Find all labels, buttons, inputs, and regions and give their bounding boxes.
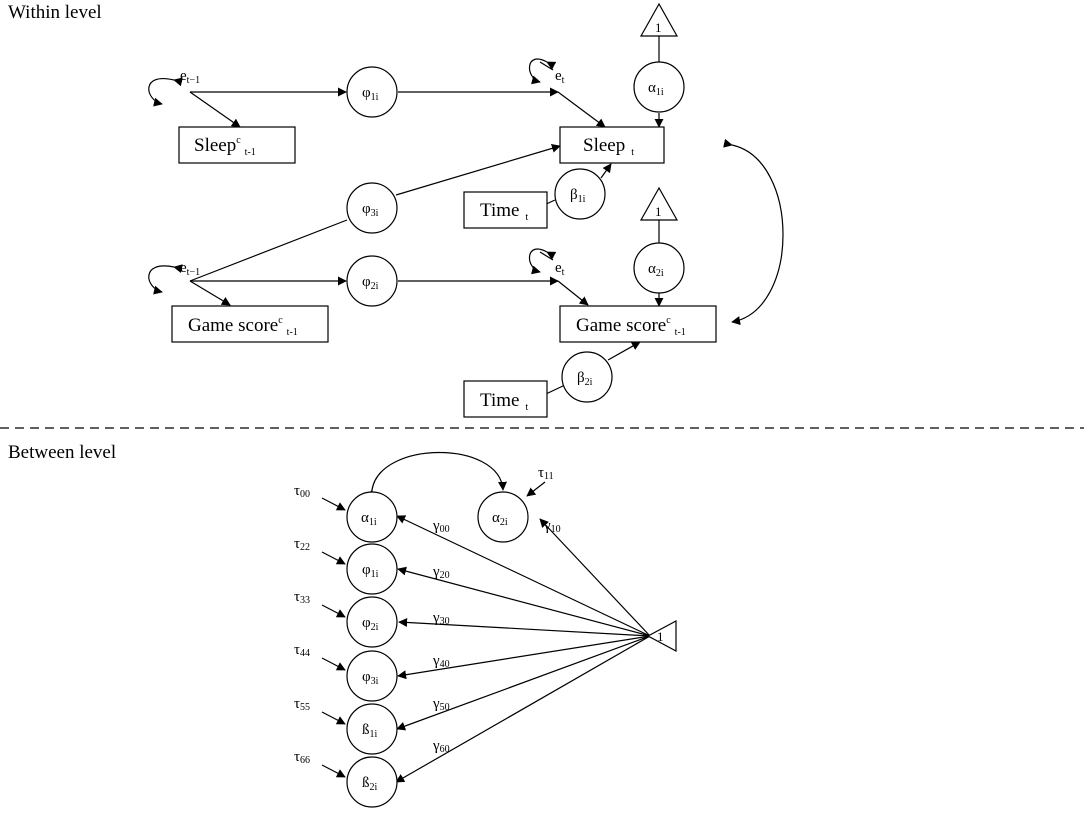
path-gamma30	[398, 617, 651, 637]
residual-e-cur-top: et	[555, 68, 565, 86]
circle-phi3-within-label: φ3i	[362, 201, 379, 219]
circle-alpha2-within-label: α2i	[648, 261, 664, 279]
box-game-prev	[171, 305, 329, 343]
gamma20-label: γ20	[432, 564, 450, 581]
box-game-prev-label: Game scorect-1	[188, 315, 298, 338]
path-beta1-to-sleep	[600, 163, 612, 179]
circle-phi2-between-label: φ2i	[362, 615, 379, 633]
circle-alpha2-between	[477, 491, 529, 543]
tau00-label: τ00	[294, 483, 310, 500]
circle-alpha1-between	[346, 491, 398, 543]
circle-phi3-within	[346, 182, 398, 234]
within-level-title: Within level	[8, 2, 102, 23]
residual-e-cur-bottom: et	[555, 260, 565, 278]
triangle-constant-b	[639, 186, 679, 221]
path-beta2-to-game	[607, 341, 641, 361]
path-phi3-to-sleep	[395, 144, 561, 196]
residual-e-lag-bottom: et−1	[180, 260, 200, 278]
circle-phi1-within	[346, 66, 398, 118]
path-gamma20	[397, 566, 651, 637]
box-sleep-prev-label: Sleepct-1	[194, 135, 256, 158]
circle-alpha1-between-label: α1i	[361, 510, 377, 528]
path-gamma40	[397, 635, 651, 680]
circle-beta1-within	[554, 168, 606, 220]
triangle-constant-a	[639, 2, 679, 37]
variance-loop-et-bottom	[528, 248, 557, 275]
path-e-to-sleep-prev	[189, 91, 241, 128]
box-game-t	[559, 305, 717, 343]
box-game-t-label: Game scorect-1	[576, 315, 686, 338]
covariance-alpha1-alpha2	[366, 452, 507, 499]
arrow-tau00	[321, 497, 346, 511]
variance-loop-et-top	[528, 58, 557, 85]
covariance-sleep-game	[723, 138, 784, 326]
circle-beta1-between-label: ß1i	[362, 722, 378, 740]
variance-loop-e-bottom	[148, 264, 183, 295]
variance-tick-et-top	[539, 61, 554, 71]
circle-phi1-between	[346, 543, 398, 595]
path-e2-to-game-prev	[189, 280, 231, 306]
gamma30-label: γ30	[432, 610, 450, 627]
arrow-tau66	[321, 764, 346, 778]
circle-beta2-between-label: ß2i	[362, 775, 378, 793]
arrow-tau44	[321, 657, 346, 671]
gamma50-label: γ50	[432, 696, 450, 713]
box-sleep-t	[559, 126, 665, 164]
circle-beta2-within	[561, 351, 613, 403]
arrow-tau33	[321, 604, 346, 618]
arrow-tau55	[321, 711, 346, 725]
arrow-tau11	[526, 481, 546, 497]
circle-beta2-between	[346, 756, 398, 808]
circle-alpha2-between-label: α2i	[492, 510, 508, 528]
circle-phi2-within-label: φ2i	[362, 274, 379, 292]
tau66-label: τ66	[294, 749, 310, 766]
tau33-label: τ33	[294, 589, 310, 606]
path-gamma60	[395, 635, 651, 783]
circle-phi1-between-label: φ1i	[362, 562, 379, 580]
between-level-title: Between level	[8, 442, 116, 463]
circle-alpha2-within	[633, 242, 685, 294]
triangle-constant-b-label: 1	[655, 204, 662, 219]
gamma10-label: γ10	[543, 518, 561, 535]
circle-phi3-between-label: φ3i	[362, 669, 379, 687]
circle-phi2-between	[346, 596, 398, 648]
circle-alpha1-within	[633, 61, 685, 113]
circle-beta1-within-label: β1i	[570, 187, 586, 205]
circle-phi2-within	[346, 255, 398, 307]
circle-alpha1-within-label: α1i	[648, 80, 664, 98]
box-sleep-prev	[178, 126, 296, 164]
triangle-constant-between	[646, 619, 677, 653]
circle-beta2-within-label: β2i	[577, 370, 593, 388]
tau11-label: τ11	[538, 465, 554, 482]
arrow-tau22	[321, 551, 346, 565]
path-et2-to-game	[557, 280, 589, 306]
tau22-label: τ22	[294, 536, 310, 553]
path-gamma10	[539, 518, 651, 637]
circle-phi1-within-label: φ1i	[362, 85, 379, 103]
path-gamma00	[396, 515, 651, 637]
gamma40-label: γ40	[432, 653, 450, 670]
circle-phi3-between	[346, 650, 398, 702]
residual-e-lag-top: et−1	[180, 68, 200, 86]
tau55-label: τ55	[294, 696, 310, 713]
path-gamma50	[396, 635, 651, 731]
box-time-2	[463, 380, 548, 418]
circle-beta1-between	[346, 703, 398, 755]
gamma00-label: γ00	[432, 518, 450, 535]
path-e2-to-phi3	[189, 219, 348, 282]
tau44-label: τ44	[294, 642, 310, 659]
variance-loop-e-top	[148, 77, 183, 107]
path-et-to-sleep	[557, 91, 606, 128]
triangle-constant-a-label: 1	[655, 20, 662, 35]
box-time-1	[463, 191, 548, 229]
gamma60-label: γ60	[432, 738, 450, 755]
variance-tick-et-bottom	[539, 251, 554, 261]
triangle-constant-between-label: 1	[657, 629, 664, 644]
